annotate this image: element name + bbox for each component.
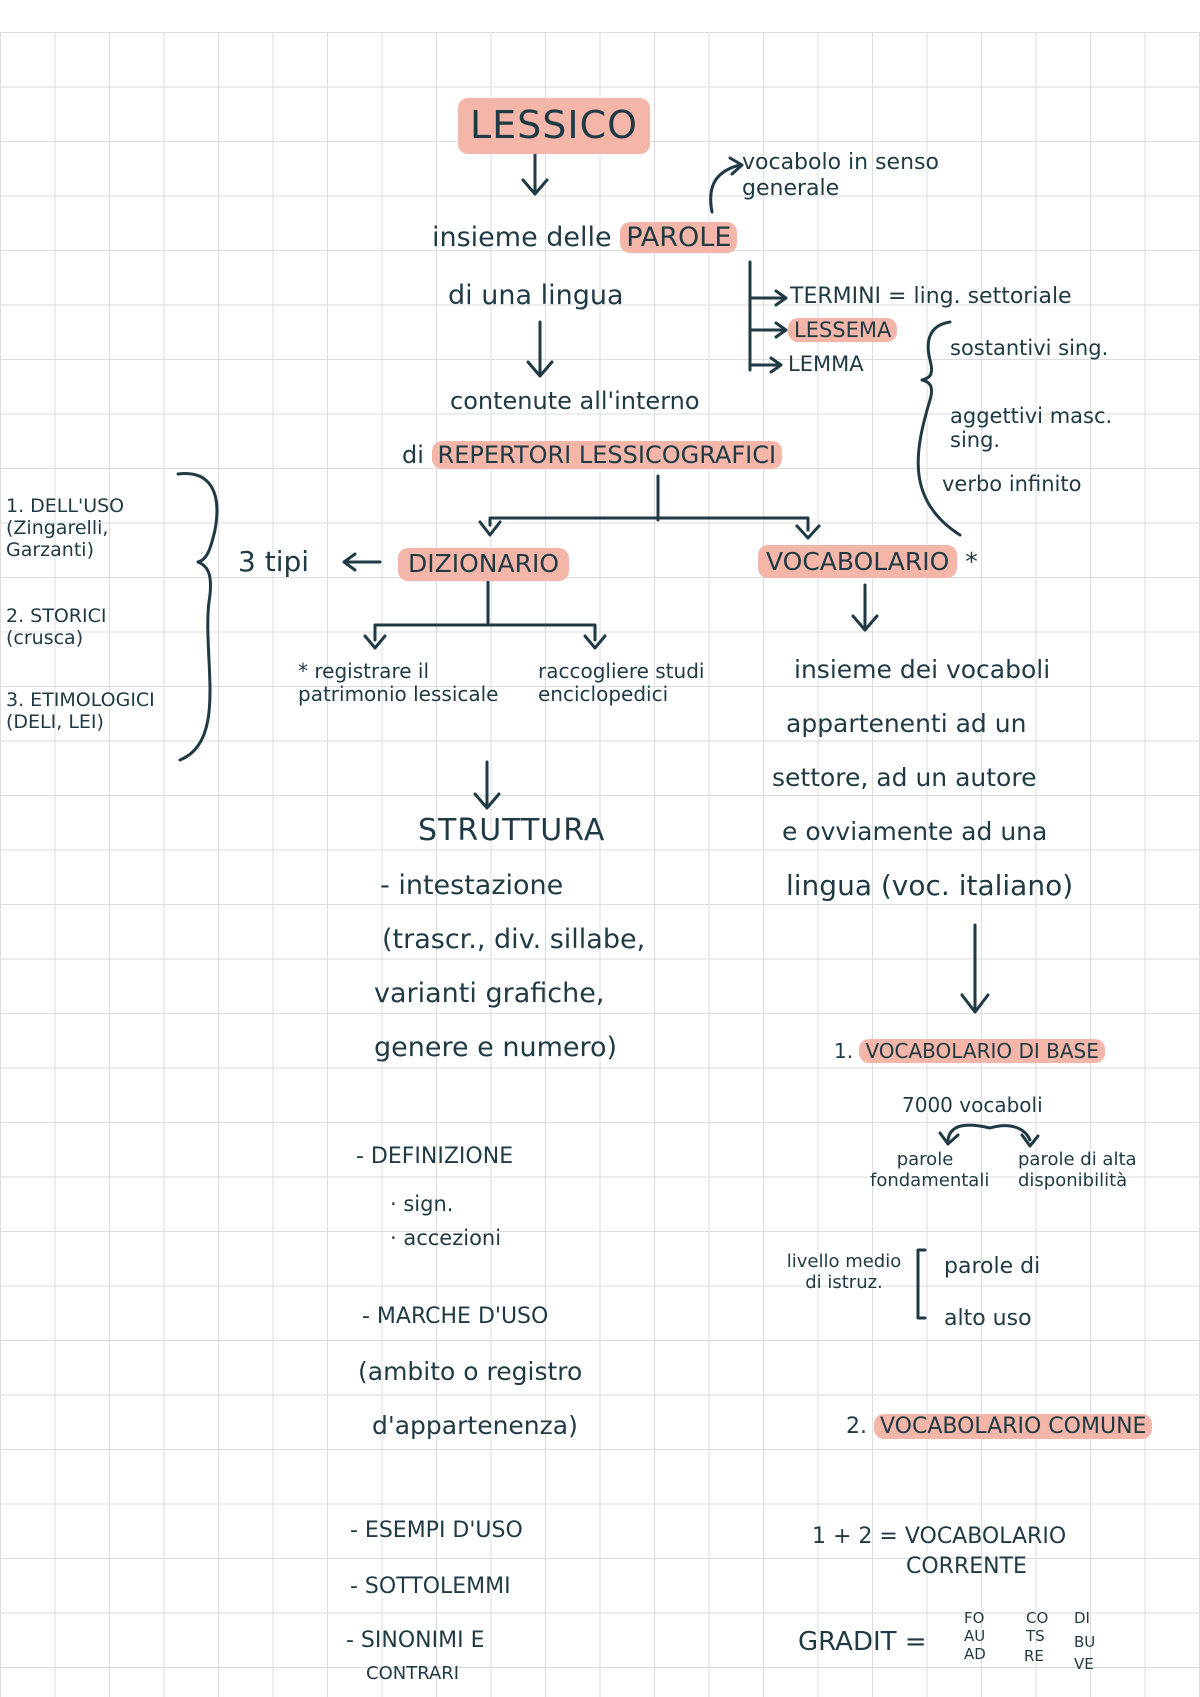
gradit-code: TS [1026,1627,1045,1645]
struttura-item: (trascr., div. sillabe, [382,924,646,955]
gradit-code: BU [1074,1633,1096,1651]
voc-livello: livello medio di istruz. [786,1251,902,1293]
struttura-item: - SOTTOLEMMI [350,1574,511,1599]
struttura-item: CONTRARI [366,1663,460,1684]
tipo-2: 2. STORICI (crusca) [6,605,107,649]
lessema-label: LESSEMA [788,318,898,343]
voc-base-heading: 1. VOCABOLARIO DI BASE [834,1039,1105,1063]
struttura-title: STRUTTURA [418,813,606,848]
fork-left-head [478,520,502,537]
parole-highlight: PAROLE [620,222,738,253]
page-top-margin [0,0,1200,32]
voc-desc-line: settore, ad un autore [772,763,1037,792]
diz-branch-left: * registrare il patrimonio lessicale [298,659,499,706]
definition-line1: insieme delle PAROLE [432,222,738,253]
tipo-1: 1. DELL'USO (Zingarelli, Garzanti) [6,495,125,561]
voc-comune-number: 2. [846,1414,867,1439]
voc-base-count: 7000 vocaboli [902,1093,1043,1117]
gradit-code: AU [964,1627,986,1645]
arrow-termini [748,289,788,307]
lemma-form-2: aggettivi masc. sing. [950,404,1113,453]
struttura-item: - intestazione [380,870,564,901]
parole-note: vocabolo in senso generale [742,150,939,202]
arrow-lemma [748,356,783,374]
repertori-fork [488,516,810,532]
gradit-code: DI [1074,1609,1090,1627]
voc-base-left: parole fondamentali [870,1149,990,1191]
base-fork-left-head [938,1131,960,1146]
voc-base-number: 1. [834,1039,854,1063]
struttura-item: (ambito o registro [358,1357,583,1386]
struttura-item: varianti grafiche, [374,978,605,1009]
vocabolario-label: VOCABOLARIO [758,545,958,578]
arrow-lessema [748,321,788,339]
definition-prefix: insieme delle [432,222,612,253]
diz-fork-left-head [363,634,387,650]
struttura-item: d'appartenenza) [372,1411,578,1440]
lemma-form-3: verbo infinito [942,472,1082,496]
gradit-code: FO [964,1609,985,1627]
arrow-lingua-head [526,360,554,378]
dizionario-label: DIZIONARIO [398,548,570,581]
diz-fork [373,623,597,642]
repertori-highlight: REPERTORI LESSICOGRAFICI [431,441,783,469]
arrow-base-head [960,993,990,1014]
diz-fork-right-head [583,634,607,650]
voc-base-label: VOCABOLARIO DI BASE [859,1039,1105,1063]
diz-branch-right: raccogliere studi enciclopedici [538,659,705,706]
arrow-tipi [342,552,382,572]
contained-line2: di REPERTORI LESSICOGRAFICI [402,441,783,470]
voc-comune-label: VOCABOLARIO COMUNE [874,1414,1153,1439]
arrow-parole-note [709,163,742,214]
arrow-parole-note-head [728,156,744,176]
vocabolario-heading: VOCABOLARIO * [758,545,978,578]
gradit-code: AD [964,1645,986,1663]
vocabolario-asterisk: * [965,547,978,576]
gradit-code: CO [1026,1609,1049,1627]
gradit-code: RE [1024,1647,1044,1665]
voc-corrente-line2: CORRENTE [906,1554,1027,1579]
voc-desc-line: e ovviamente ad una [782,817,1048,846]
base-fork-right-head [1020,1133,1040,1148]
contained-prefix: di [402,441,424,469]
voc-comune-heading: 2. VOCABOLARIO COMUNE [846,1414,1153,1439]
voc-desc-line: lingua (voc. italiano) [786,869,1074,902]
struttura-item: - MARCHE D'USO [362,1304,549,1329]
arrow-struttura-head [473,792,501,810]
voc-desc-line: appartenenti ad un [786,709,1027,738]
struttura-item: · sign. [390,1192,454,1216]
termini-label: TERMINI = ling. settoriale [790,284,1072,309]
lessico-title: LESSICO [458,98,651,154]
struttura-item: - DEFINIZIONE [356,1144,514,1169]
struttura-item: - SINONIMI E [346,1628,485,1653]
struttura-item: - ESEMPI D'USO [350,1518,523,1543]
voc-corrente-line1: 1 + 2 = VOCABOLARIO [812,1524,1067,1549]
arrow-voc-head [851,614,879,632]
struttura-item: genere e numero) [374,1032,618,1063]
gradit-label: GRADIT = [798,1627,927,1657]
voc-base-right: parole di alta disponibilità [1018,1149,1137,1191]
gradit-code: VE [1074,1655,1094,1673]
arrow-lessico-head [521,178,549,196]
voc-desc-line: insieme dei vocaboli [794,655,1051,684]
termini-word: TERMINI [790,284,882,309]
voc-alto-uso-2: alto uso [944,1306,1032,1331]
tipo-3: 3. ETIMOLOGICI (DELI, LEI) [6,689,155,733]
fork-right-head [795,524,821,540]
struttura-item: · accezioni [390,1226,502,1250]
definition-line2: di una lingua [448,280,624,311]
contained-line1: contenute all'interno [450,387,700,415]
base-fork [946,1123,1032,1142]
livello-bracket [916,1248,927,1320]
tipi-label: 3 tipi [238,545,310,578]
lemma-form-1: sostantivi sing. [950,336,1109,360]
voc-alto-uso-1: parole di [944,1254,1041,1279]
lemma-label: LEMMA [788,352,864,376]
termini-note: = ling. settoriale [888,284,1072,309]
